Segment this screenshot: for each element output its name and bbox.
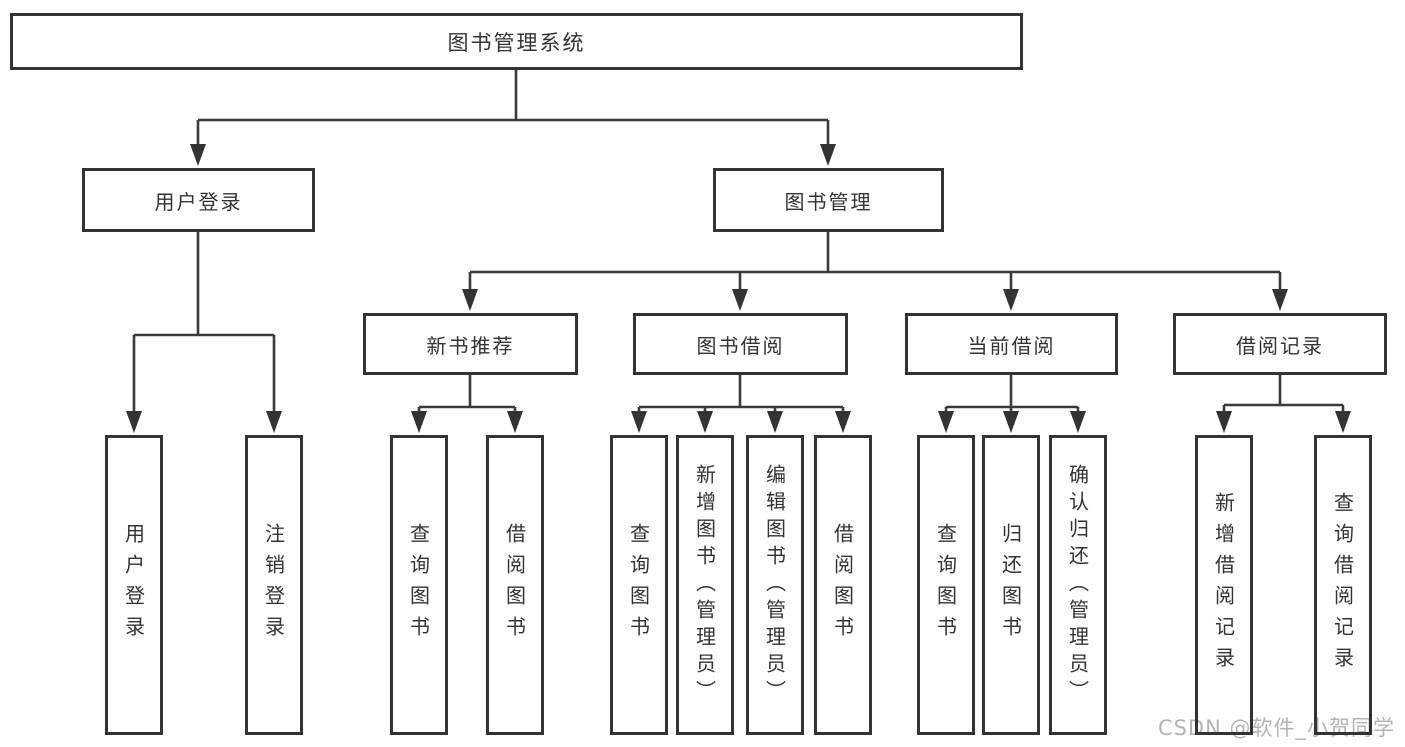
- arrowhead: [1003, 289, 1019, 311]
- leaf-borrow-books-borrowing: 借阅图书: [814, 435, 872, 735]
- arrowhead: [126, 411, 142, 433]
- leaf-query-books-borrowing: 查询图书: [610, 435, 668, 735]
- node-book-borrowing: 图书借阅: [633, 313, 848, 375]
- arrowhead: [507, 411, 523, 433]
- arrowhead: [1216, 411, 1232, 433]
- leaf-user-login: 用户登录: [105, 435, 163, 735]
- arrowhead: [190, 144, 206, 166]
- edge-root-to-level2: [196, 70, 830, 152]
- edge-userlogin-to-leaves: [132, 232, 276, 418]
- leaf-confirm-return-admin: 确认归还（管理员）: [1049, 435, 1107, 735]
- arrowhead: [732, 289, 748, 311]
- leaf-add-borrowing-record: 新增借阅记录: [1195, 435, 1253, 735]
- leaf-edit-book-admin: 编辑图书（管理员）: [746, 435, 804, 735]
- leaf-query-borrowing-record: 查询借阅记录: [1314, 435, 1372, 735]
- leaf-query-books-recommend: 查询图书: [390, 435, 448, 735]
- arrowhead: [1003, 411, 1019, 433]
- node-current-borrowing: 当前借阅: [905, 313, 1118, 375]
- arrowhead: [1335, 411, 1351, 433]
- csdn-watermark: CSDN @软件_小贺同学: [1157, 716, 1395, 740]
- edge-current-to-leaves: [944, 375, 1080, 418]
- node-user-login: 用户登录: [82, 168, 315, 232]
- arrowhead: [938, 411, 954, 433]
- edge-bookmgmt-to-level3: [468, 232, 1282, 298]
- arrowhead: [835, 411, 851, 433]
- edge-records-to-leaves: [1222, 375, 1345, 418]
- arrowhead: [820, 144, 836, 166]
- arrowhead: [266, 411, 282, 433]
- arrowhead: [697, 411, 713, 433]
- node-book-management: 图书管理: [713, 168, 944, 232]
- arrowhead: [1272, 289, 1288, 311]
- arrowhead: [631, 411, 647, 433]
- arrowhead: [462, 289, 478, 311]
- leaf-add-book-admin: 新增图书（管理员）: [676, 435, 734, 735]
- leaf-borrow-books-recommend: 借阅图书: [486, 435, 544, 735]
- node-borrowing-records: 借阅记录: [1173, 313, 1387, 375]
- leaf-logout: 注销登录: [245, 435, 303, 735]
- arrowhead: [767, 411, 783, 433]
- arrowhead: [1070, 411, 1086, 433]
- edge-newbook-to-leaves: [417, 375, 517, 418]
- arrowhead: [411, 411, 427, 433]
- node-library-management-system: 图书管理系统: [10, 13, 1023, 70]
- leaf-query-books-current: 查询图书: [917, 435, 975, 735]
- node-new-book-recommendation: 新书推荐: [363, 313, 578, 375]
- leaf-return-book: 归还图书: [982, 435, 1040, 735]
- edge-borrow-to-leaves: [637, 375, 845, 418]
